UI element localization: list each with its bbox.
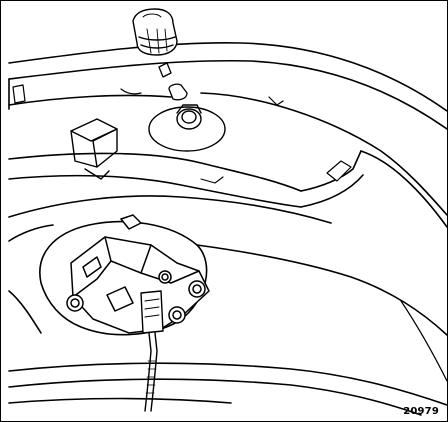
figure-reference-number: 20979 <box>403 406 439 417</box>
mounting-bracket <box>70 118 118 180</box>
retaining-clip <box>158 62 188 101</box>
middle-panel <box>8 150 447 228</box>
connector-and-wire <box>140 290 164 412</box>
fog-lamp-unit <box>66 214 210 334</box>
upper-bumper-panel <box>8 41 447 216</box>
bulb-socket <box>148 104 226 152</box>
lower-bumper-lip <box>8 300 447 416</box>
bulb <box>132 8 178 56</box>
